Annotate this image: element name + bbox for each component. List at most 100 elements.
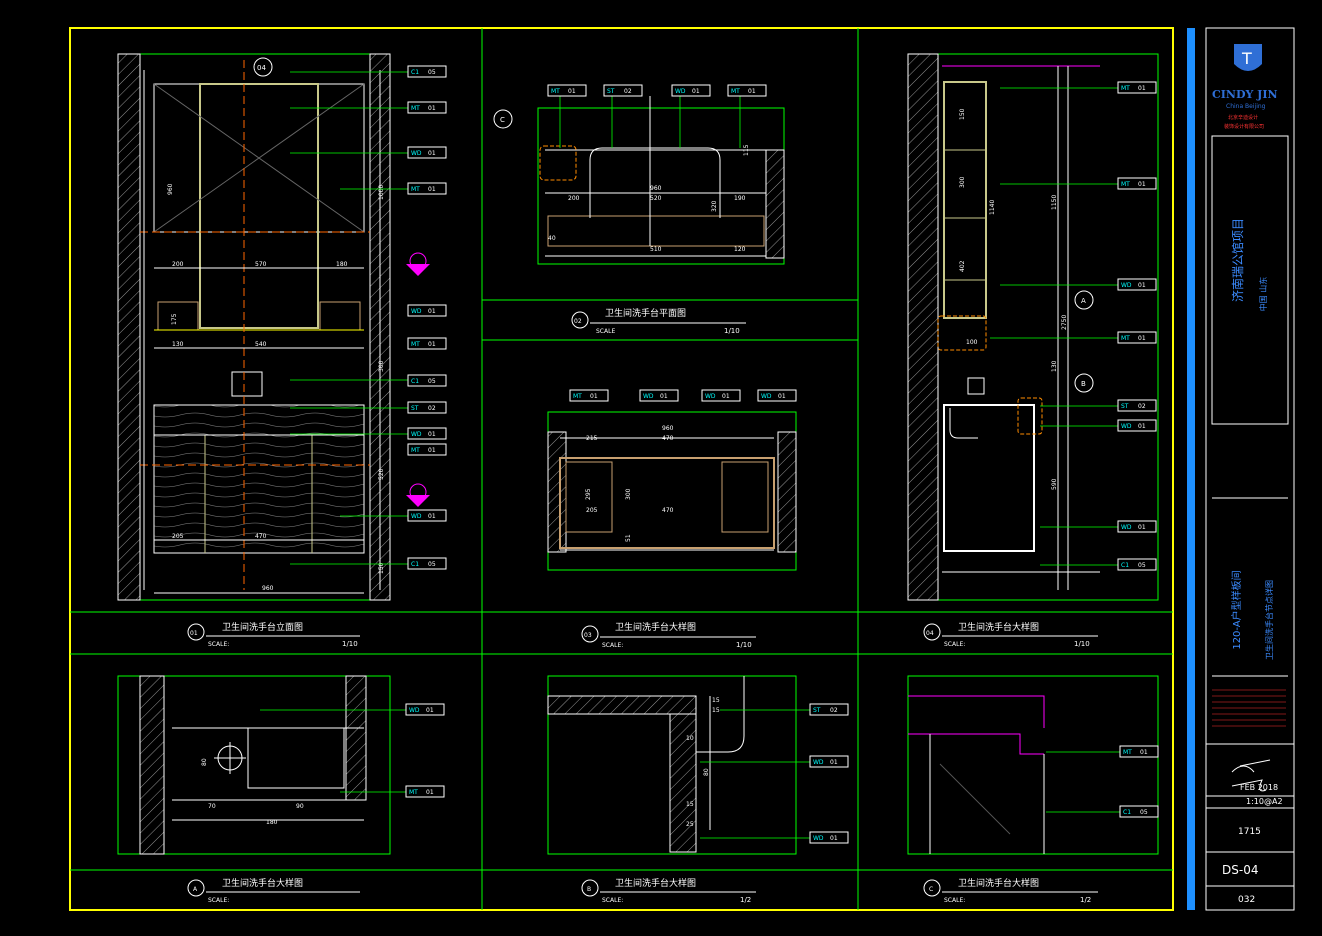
svg-text:01: 01 xyxy=(426,789,434,796)
svg-text:01: 01 xyxy=(660,393,668,400)
svg-text:SCALE:: SCALE: xyxy=(208,897,229,904)
svg-text:01: 01 xyxy=(590,393,598,400)
dim-text: 130 xyxy=(1051,360,1058,372)
dim-text: 295 xyxy=(585,488,592,500)
svg-text:C1: C1 xyxy=(411,69,419,76)
page-number: 032 xyxy=(1238,895,1255,905)
svg-text:卫生间洗手台大样图: 卫生间洗手台大样图 xyxy=(958,877,1039,889)
project-name: 济南瑞公馆项目 xyxy=(1230,218,1245,302)
dim-text: 175 xyxy=(171,313,178,325)
dim-text: 130 xyxy=(172,341,184,348)
svg-text:MT: MT xyxy=(1121,181,1130,188)
svg-text:卫生间洗手台大样图: 卫生间洗手台大样图 xyxy=(958,621,1039,633)
svg-text:C1: C1 xyxy=(411,561,419,568)
svg-text:01: 01 xyxy=(428,186,436,193)
dim-text: 320 xyxy=(711,200,718,212)
svg-text:卫生间洗手台大样图: 卫生间洗手台大样图 xyxy=(222,877,303,889)
svg-text:WD: WD xyxy=(1121,282,1132,289)
job-number: 1715 xyxy=(1238,827,1261,837)
svg-text:WD: WD xyxy=(1121,524,1132,531)
svg-text:01: 01 xyxy=(830,835,838,842)
svg-text:01: 01 xyxy=(190,630,198,637)
section-mark-c: C xyxy=(500,116,505,124)
svg-text:WD: WD xyxy=(643,393,654,400)
notes-text-block xyxy=(1212,689,1286,727)
dim-text: 80 xyxy=(201,758,208,766)
dim-text: 180 xyxy=(266,819,278,826)
svg-text:SCALE: SCALE xyxy=(596,328,615,335)
view-02-dimensions: 960 200 520 190 510 120 40 115 320 xyxy=(548,144,750,253)
section-markers: 04 C A B xyxy=(253,57,1094,507)
section-mark-b: B xyxy=(1081,380,1086,388)
svg-text:05: 05 xyxy=(1140,809,1148,816)
view-title-a: A 卫生间洗手台大样图 SCALE: xyxy=(187,877,360,904)
svg-text:ST: ST xyxy=(607,88,615,95)
svg-text:01: 01 xyxy=(778,393,786,400)
svg-text:SCALE:: SCALE: xyxy=(944,897,965,904)
dim-text: 470 xyxy=(255,533,267,540)
svg-text:卫生间洗手台大样图: 卫生间洗手台大样图 xyxy=(615,621,696,633)
svg-text:WD: WD xyxy=(813,759,824,766)
title-block: T CINDY JIN China Beijing 北京辛迪设计 装饰设计有限公… xyxy=(1205,27,1295,911)
dim-text: 570 xyxy=(255,261,267,268)
svg-text:05: 05 xyxy=(428,561,436,568)
dim-text: 205 xyxy=(586,507,598,514)
dim-text: 115 xyxy=(743,144,750,156)
svg-text:01: 01 xyxy=(692,88,700,95)
material-tag: C1 05 xyxy=(407,557,447,570)
dim-text: 100 xyxy=(966,339,978,346)
view-01-dimensions: 960 570 200 180 540 130 470 205 960 1000… xyxy=(167,183,385,592)
view-title-03: 03 卫生间洗手台大样图 SCALE: 1/10 xyxy=(581,621,756,649)
dim-text: 520 xyxy=(378,468,385,480)
view-04-section xyxy=(907,53,1159,601)
company-line-2: 装饰设计有限公司 xyxy=(1224,123,1264,130)
svg-text:卫生间洗手台大样图: 卫生间洗手台大样图 xyxy=(615,877,696,889)
svg-text:MT: MT xyxy=(409,789,418,796)
dim-text: 15 xyxy=(686,801,694,808)
svg-text:MT: MT xyxy=(731,88,740,95)
view-a-detail xyxy=(117,675,391,855)
svg-text:WD: WD xyxy=(411,308,422,315)
svg-text:01: 01 xyxy=(428,308,436,315)
svg-text:01: 01 xyxy=(1138,335,1146,342)
svg-text:C: C xyxy=(929,886,933,893)
svg-text:MT: MT xyxy=(1121,85,1130,92)
dim-text: 1000 xyxy=(378,185,385,200)
dim-text: 300 xyxy=(625,488,632,500)
dim-text: 520 xyxy=(650,195,662,202)
view-c-detail xyxy=(907,675,1159,855)
svg-text:01: 01 xyxy=(1138,282,1146,289)
sheet-border xyxy=(69,27,1174,911)
dim-text: 120 xyxy=(734,246,746,253)
dim-text: 215 xyxy=(586,435,598,442)
dim-text: 540 xyxy=(255,341,267,348)
dim-text: 510 xyxy=(650,246,662,253)
svg-text:05: 05 xyxy=(428,69,436,76)
dim-text: 10 xyxy=(686,735,694,742)
dim-text: 150 xyxy=(959,108,966,120)
dim-text: 960 xyxy=(662,425,674,432)
svg-text:1/10: 1/10 xyxy=(724,327,740,335)
svg-text:SCALE:: SCALE: xyxy=(602,642,623,649)
blue-side-band xyxy=(1187,28,1195,910)
svg-text:SCALE:: SCALE: xyxy=(944,641,965,648)
dim-text: 150 xyxy=(378,562,385,574)
dim-text: 15 xyxy=(712,707,720,714)
svg-text:01: 01 xyxy=(428,447,436,454)
panel-grid xyxy=(70,28,1173,910)
company-line-1: 北京辛迪设计 xyxy=(1228,114,1258,121)
dim-text: 25 xyxy=(686,821,694,828)
